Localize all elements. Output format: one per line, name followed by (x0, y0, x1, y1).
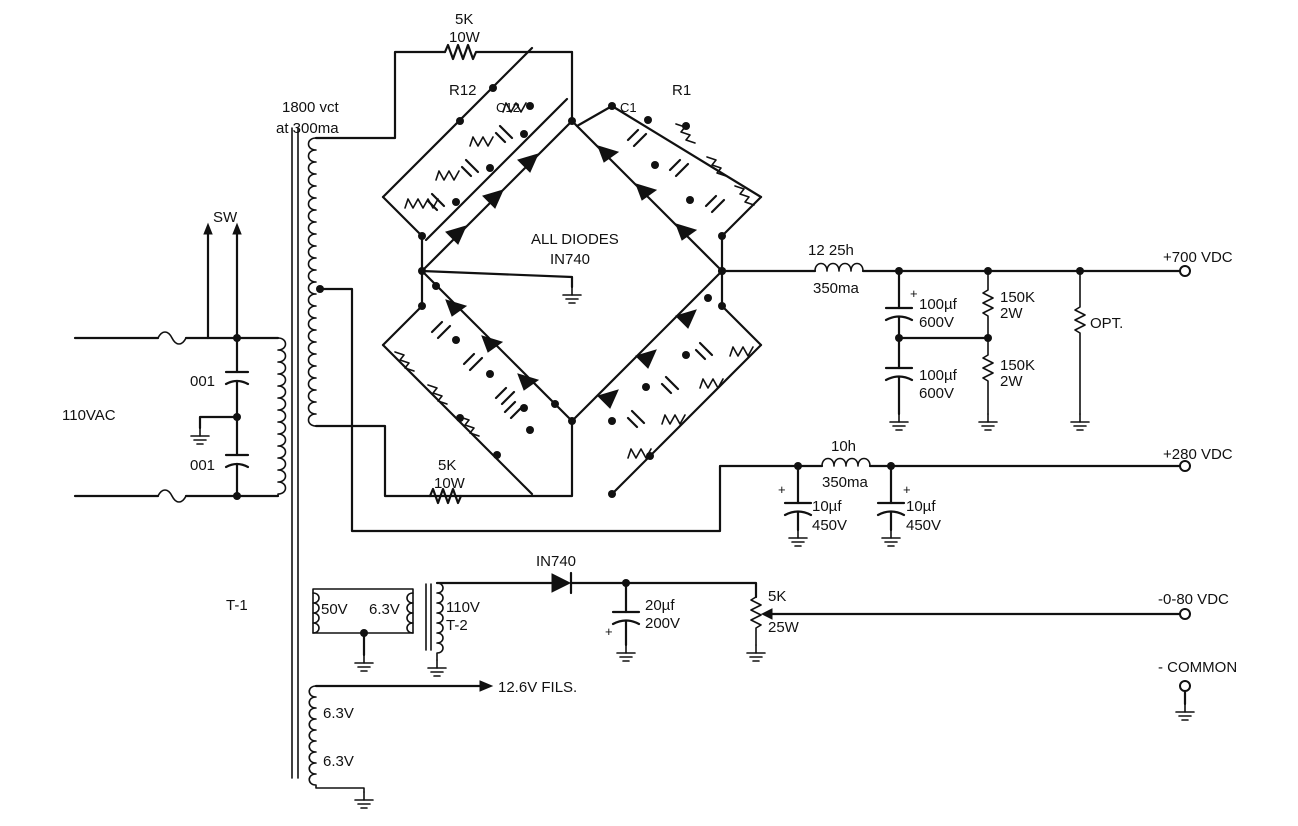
cap-001-top-label: 001 (190, 373, 215, 390)
cap10-left-voltage: 450V (812, 517, 847, 534)
pot-5k (750, 596, 762, 646)
r1-label: R1 (672, 82, 691, 99)
t1-hv-secondary (307, 137, 317, 427)
bridge-centre: ALL DIODES IN740 (418, 231, 726, 304)
bridge-arm-top-left: R12 C12 (381, 46, 576, 273)
t2-primary-label: 110V (446, 599, 480, 616)
out-bias-label: -0-80 VDC (1158, 591, 1229, 608)
transformer-rating-line2: at 300ma (276, 120, 339, 137)
cap100-bottom-voltage: 600V (919, 385, 954, 402)
common-label: - COMMON (1158, 659, 1237, 676)
bias-diode (551, 573, 572, 593)
t2-label: T-2 (446, 617, 468, 634)
filter-700v: 12 25h 350ma + 100µf 600V 100µf 600V 150… (720, 242, 1233, 431)
fil-winding-b: 6.3V (323, 753, 354, 770)
filter-280v: 10h 350ma + 10µf 450V + 10µf 450V +280 V… (778, 438, 1233, 547)
bleeder-top-power: 2W (1000, 305, 1023, 322)
fuse-bottom (157, 489, 187, 503)
fil-out-label: 12.6V FILS. (498, 679, 577, 696)
t2-primary (436, 582, 444, 661)
opt-label: OPT. (1090, 315, 1123, 332)
bleeder-bottom-value: 150K (1000, 357, 1035, 374)
r-top-power: 10W (449, 29, 481, 46)
switch-label: SW (213, 209, 238, 226)
resistor-5k-top: 5K 10W (443, 11, 574, 61)
cap20-value: 20µf (645, 597, 675, 614)
opt-resistor (1074, 270, 1086, 415)
out-700-label: +700 VDC (1163, 249, 1233, 266)
line-input-label: 110VAC (62, 407, 116, 424)
pot-power: 25W (768, 619, 800, 636)
cap-001-bottom-label: 001 (190, 457, 215, 474)
choke-12-25h (814, 262, 864, 272)
bias-supply: 50V 6.3V 110V T-2 IN740 + 20µf 200V 5K 2… (312, 553, 1229, 677)
svg-text:+: + (778, 482, 786, 497)
c1-label: C1 (620, 100, 637, 115)
r-bottom-power: 10W (434, 475, 466, 492)
bias-diode-label: IN740 (536, 553, 576, 570)
choke2-current: 350ma (822, 474, 869, 491)
svg-text:+: + (605, 624, 613, 639)
fil-winding-a: 6.3V (323, 705, 354, 722)
bleeder-bottom-power: 2W (1000, 373, 1023, 390)
r-top-value: 5K (455, 11, 473, 28)
cap20-voltage: 200V (645, 615, 680, 632)
filament-winding: 12.6V FILS. 6.3V 6.3V (308, 679, 577, 809)
choke-10h (821, 457, 871, 467)
svg-text:+: + (910, 286, 918, 301)
cap10-left-value: 10µf (812, 498, 842, 515)
cap100-top-voltage: 600V (919, 314, 954, 331)
terminal-280v[interactable] (1179, 460, 1191, 472)
diodes-note-line2: IN740 (550, 251, 590, 268)
transformer-t1: 1800 vct at 300ma T-1 (226, 50, 800, 779)
t1-label: T-1 (226, 597, 248, 614)
cap10-right-voltage: 450V (906, 517, 941, 534)
out-280-label: +280 VDC (1163, 446, 1233, 463)
r-bottom-value: 5K (438, 457, 456, 474)
t2-winding-b: 6.3V (369, 601, 400, 618)
r12-label: R12 (449, 82, 477, 99)
pot-value: 5K (768, 588, 786, 605)
c12-label: C12 (496, 100, 520, 115)
common-terminal: - COMMON (1158, 659, 1237, 721)
line-input-section: SW 110VAC 001 001 (62, 209, 287, 503)
bridge-arm-bottom-right (570, 269, 763, 498)
cap10-right-value: 10µf (906, 498, 936, 515)
choke2-value: 10h (831, 438, 856, 455)
cap100-bottom-value: 100µf (919, 367, 958, 384)
transformer-rating-line1: 1800 vct (282, 99, 340, 116)
cap100-top-value: 100µf (919, 296, 958, 313)
bleeder-resistors (982, 270, 994, 415)
choke1-current: 350ma (813, 280, 860, 297)
svg-text:+: + (903, 482, 911, 497)
terminal-bias[interactable] (1179, 608, 1191, 620)
t1-primary-winding (277, 337, 287, 497)
t2-winding-a: 50V (321, 601, 348, 618)
bleeder-top-value: 150K (1000, 289, 1035, 306)
resistor-5k-bottom: 5K 10W (428, 457, 466, 505)
choke1-value: 12 25h (808, 242, 854, 259)
terminal-700v[interactable] (1179, 265, 1191, 277)
diodes-note-line1: ALL DIODES (531, 231, 619, 248)
bridge-arm-bottom-left (381, 269, 576, 498)
fuse-top (157, 331, 187, 345)
